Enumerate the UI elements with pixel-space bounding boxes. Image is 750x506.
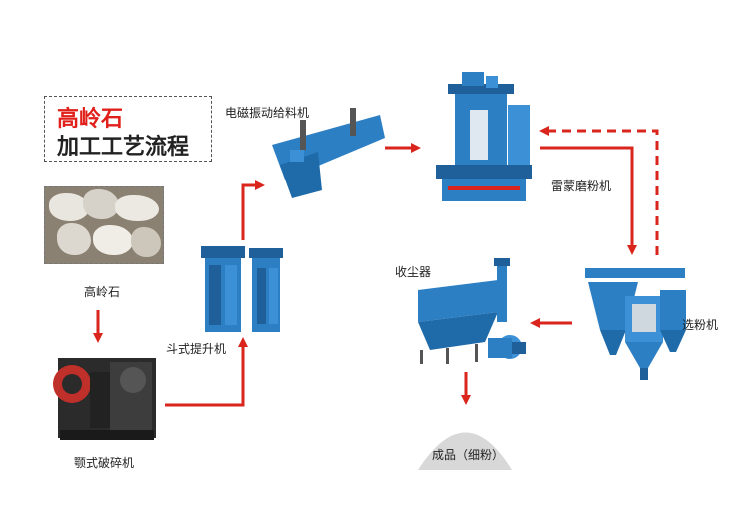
title-line-2: 加工工艺流程 [57, 135, 190, 160]
jaw-crusher-machine [53, 358, 156, 440]
product-pile [418, 432, 512, 470]
label-bucket-elevator: 斗式提升机 [166, 342, 227, 356]
flow-arrows [93, 126, 659, 407]
classifier-machine [585, 268, 686, 380]
bucket-elevator-machine [201, 246, 283, 332]
arrow-elevator-to-feeder [241, 180, 265, 240]
vibrating-feeder-machine [272, 108, 385, 198]
arrow-mill-to-classifier [540, 146, 637, 255]
raymond-mill-machine [436, 72, 532, 201]
dust-collector-machine [418, 258, 526, 364]
title-line-1: 高岭石 [57, 107, 124, 132]
kaolinite-photo [44, 186, 164, 264]
label-vibrating-feeder: 电磁振动给料机 [225, 106, 310, 120]
arrow-classifier-return [539, 126, 659, 255]
label-classifier: 选粉机 [682, 318, 719, 332]
label-raymond-mill: 雷蒙磨粉机 [551, 179, 612, 193]
arrow-crusher-to-elevator [165, 337, 248, 407]
label-jaw-crusher: 颚式破碎机 [74, 456, 135, 470]
label-product: 成品（细粉） [432, 448, 505, 462]
title-box: 高岭石 加工工艺流程 [44, 96, 212, 162]
label-raw-kaolinite: 高岭石 [84, 285, 121, 299]
label-dust-collector: 收尘器 [395, 265, 432, 279]
